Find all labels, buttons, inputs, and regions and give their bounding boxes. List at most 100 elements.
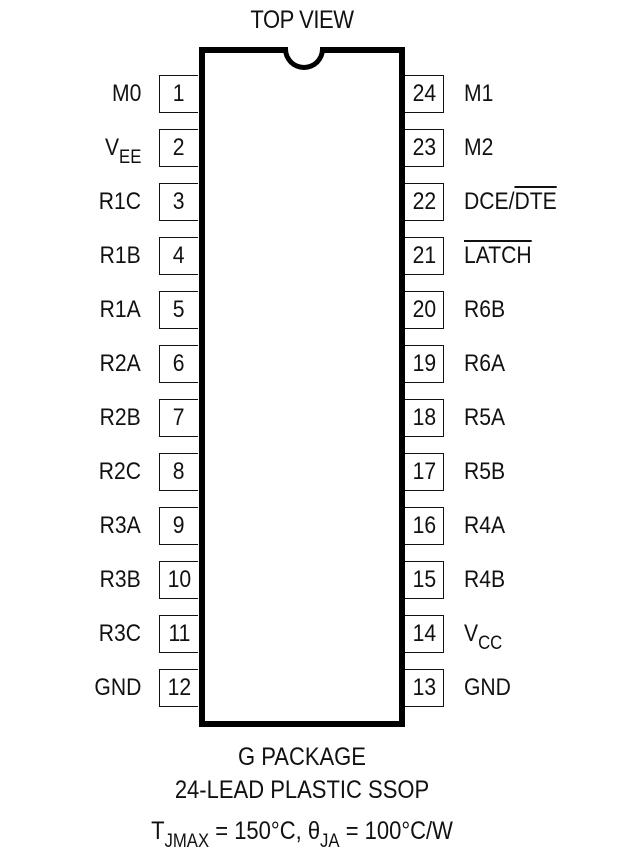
- pin-name-active-low: LATCH: [464, 242, 532, 269]
- pin-12-label: GND: [94, 670, 141, 706]
- pin-number: 16: [412, 512, 436, 539]
- pin-14-box: 14: [405, 615, 444, 653]
- pin-number: 18: [412, 404, 436, 431]
- pin-20-label: R6B: [464, 292, 505, 328]
- pin-1-label: M0: [112, 76, 141, 112]
- pin-14-label: VCC: [464, 616, 502, 654]
- pin-2-label: VEE: [105, 130, 141, 168]
- pin-10-label: R3B: [100, 562, 141, 598]
- pin-number: 21: [412, 242, 436, 269]
- pin-number: 7: [173, 404, 185, 431]
- pin-18-box: 18: [405, 399, 444, 437]
- pin-number: 19: [412, 350, 436, 377]
- pin-name: M2: [464, 134, 494, 161]
- pin-10-box: 10: [159, 561, 198, 599]
- pin-4-box: 4: [159, 237, 198, 275]
- pin-2-box: 2: [159, 129, 198, 167]
- pin-3-label: R1C: [99, 184, 141, 220]
- pin1-notch-icon: [283, 47, 325, 70]
- pin-21-label: LATCH: [464, 238, 532, 274]
- pin-name: M0: [111, 80, 141, 107]
- pin-name: R3B: [99, 566, 141, 593]
- pin-23-label: M2: [464, 130, 493, 166]
- pin-3-box: 3: [159, 183, 198, 221]
- pin-name: R2A: [99, 350, 141, 377]
- pin-1-box: 1: [159, 75, 198, 113]
- pin-23-box: 23: [405, 129, 444, 167]
- pin-number: 3: [173, 188, 185, 215]
- tj-value: = 150°C,: [209, 817, 308, 845]
- pin-name: R5A: [464, 404, 506, 431]
- pin-name: R4A: [464, 512, 506, 539]
- pin-number: 14: [412, 620, 436, 647]
- pin-19-label: R6A: [464, 346, 505, 382]
- pin-16-box: 16: [405, 507, 444, 545]
- tj-subscript: JMAX: [164, 831, 210, 852]
- pin-name: R3A: [99, 512, 141, 539]
- pin-name: R4B: [464, 566, 506, 593]
- pin-number: 6: [173, 350, 185, 377]
- pin-20-box: 20: [405, 291, 444, 329]
- pin-21-box: 21: [405, 237, 444, 275]
- pin-12-box: 12: [159, 669, 198, 707]
- ic-package-body: [199, 47, 405, 727]
- theta-value: = 100°C/W: [339, 817, 453, 845]
- pin-name: GND: [94, 674, 141, 701]
- thermal-spec: TJMAX = 150°C, θJA = 100°C/W: [36, 817, 568, 852]
- pin-22-label: DCE/DTE: [464, 184, 557, 220]
- pin-17-label: R5B: [464, 454, 505, 490]
- pin-17-box: 17: [405, 453, 444, 491]
- pin-9-box: 9: [159, 507, 198, 545]
- pin-name: R1C: [98, 188, 141, 215]
- pin-number: 17: [412, 458, 436, 485]
- pin-number: 10: [167, 566, 191, 593]
- pin-5-box: 5: [159, 291, 198, 329]
- pin-name: R2B: [99, 404, 141, 431]
- pin-number: 1: [173, 80, 185, 107]
- pin-11-box: 11: [159, 615, 198, 653]
- pin-name: V: [104, 134, 119, 161]
- pin-name: GND: [464, 674, 511, 701]
- pin-name: R6B: [464, 296, 506, 323]
- pin-number: 11: [168, 620, 190, 647]
- pin-9-label: R3A: [100, 508, 141, 544]
- pin-name: M1: [464, 80, 494, 107]
- pin-name: R1A: [99, 296, 141, 323]
- pin-19-box: 19: [405, 345, 444, 383]
- pin-number: 9: [173, 512, 185, 539]
- theta-label: θ: [307, 817, 321, 845]
- pin-number: 23: [412, 134, 436, 161]
- package-description: 24-LEAD PLASTIC SSOP: [174, 776, 430, 804]
- pin-18-label: R5A: [464, 400, 505, 436]
- pin-8-label: R2C: [99, 454, 141, 490]
- top-view-title: TOP VIEW: [250, 6, 354, 34]
- pin-6-box: 6: [159, 345, 198, 383]
- pin-number: 5: [173, 296, 185, 323]
- pin-number: 13: [412, 674, 436, 701]
- theta-subscript: JA: [320, 831, 340, 852]
- pin-15-box: 15: [405, 561, 444, 599]
- pin-24-box: 24: [405, 75, 444, 113]
- pin-name: R2C: [98, 458, 141, 485]
- pin-11-label: R3C: [99, 616, 141, 652]
- pin-16-label: R4A: [464, 508, 505, 544]
- pin-22-box: 22: [405, 183, 444, 221]
- pin-number: 22: [412, 188, 436, 215]
- pin-name: R6A: [464, 350, 506, 377]
- pin-7-box: 7: [159, 399, 198, 437]
- pin-number: 2: [173, 134, 185, 161]
- pin-name: DCE/: [464, 188, 515, 215]
- package-name: G PACKAGE: [238, 743, 366, 771]
- pin-name: R5B: [464, 458, 506, 485]
- pin-6-label: R2A: [100, 346, 141, 382]
- pin-name-subscript: EE: [118, 147, 141, 168]
- pin-8-box: 8: [159, 453, 198, 491]
- pin-number: 4: [173, 242, 185, 269]
- pin-15-label: R4B: [464, 562, 505, 598]
- pin-name: R1B: [99, 242, 141, 269]
- pin-name: V: [464, 620, 479, 647]
- pin-number: 24: [412, 80, 436, 107]
- tj-label: T: [151, 817, 165, 845]
- pin-13-box: 13: [405, 669, 444, 707]
- pin-13-label: GND: [464, 670, 511, 706]
